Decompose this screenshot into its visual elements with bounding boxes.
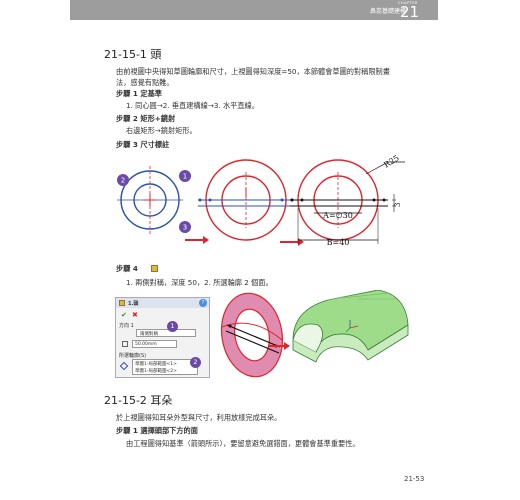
contour-item-2: 草圖1-局部範圍<2> (135, 369, 177, 374)
panel-callout-1: 1 (167, 321, 178, 332)
boss-extrude-icon (119, 300, 125, 306)
step1-text: 1. 同心圓→2. 垂直建構線→3. 水平直線。 (126, 101, 259, 110)
direction-mode-value: 兩側對稱 (140, 332, 158, 337)
page-header-bar (70, 0, 438, 20)
page-number: 21-53 (404, 475, 425, 483)
arrow-right-icon (280, 238, 304, 246)
step1-title: 步驟 1 定基準 (116, 89, 162, 98)
depth-input[interactable]: 50.00mm (132, 340, 177, 348)
panel-title-bar (116, 298, 209, 308)
callout-2: 2 (117, 174, 129, 186)
dim-b-label: B=40 (327, 238, 350, 247)
chapter-number: 21 (400, 3, 420, 21)
selected-contour-figure (220, 292, 284, 378)
arrow-right-icon (185, 236, 209, 244)
extruded-head-model (292, 290, 409, 363)
header-title: 鼻蕊基礎建模 (370, 8, 407, 15)
contour-diamond-icon (119, 361, 129, 371)
contours-label: 所選輪廓(S) (119, 353, 147, 359)
callout-2-text: 2 (121, 177, 125, 185)
intro-line-1: 由前視圖中央得知草圖輪廓和尺寸，上視圖得知深度=50，本節體會草圖的對稱限制畫 (116, 67, 390, 76)
callout-3: 3 (179, 221, 191, 233)
help-icon[interactable]: ? (199, 299, 207, 307)
step4-title: 步驟 4 (116, 264, 138, 273)
cancel-x-icon[interactable]: ✖ (132, 311, 138, 319)
direction-label: 方向 1 (119, 323, 134, 329)
callout-1-text: 1 (183, 173, 187, 181)
contour-item-1: 草圖1-局部範圍<1> (135, 362, 177, 367)
figure-concentric-circles (117, 166, 183, 234)
depth-value: 50.00mm (135, 342, 157, 347)
intro-line-2: 法，感覺有點難。 (116, 78, 174, 87)
panel-title: 1.頭 (128, 301, 139, 307)
section2-step1-text: 由工程圖得知基準（箭頭所示），要留意避免選錯面，更體會基準重要性。 (126, 439, 360, 448)
figure-dimensions: A=∅30 B=40 R25 3 (290, 153, 405, 247)
section2-step1-title: 步驟 1 選擇頭部下方的面 (116, 426, 198, 435)
step4-text: 1. 兩側對稱，深度 50，2. 所選輪廓 2 個面。 (126, 278, 273, 287)
chapter-label: CHAPTER (398, 1, 418, 5)
section-heading-head: 21-15-1 頭 (104, 48, 162, 61)
sketch-figures: 1 2 3 A=∅30 (117, 153, 405, 247)
callout-3-text: 3 (183, 224, 187, 232)
figure-rectangle-mirror (198, 159, 294, 241)
extrude-icon (151, 265, 158, 272)
step2-text: 右邊矩形→鏡射矩形。 (126, 126, 197, 135)
callout-1: 1 (179, 170, 191, 182)
step2-title: 步驟 2 矩形+鏡射 (116, 114, 176, 123)
arrow-right-icon (268, 342, 290, 350)
section-heading-ears: 21-15-2 耳朵 (104, 394, 173, 407)
section2-intro: 於上視圖得知耳朵外型與尺寸，利用放樣完成耳朵。 (116, 413, 282, 422)
step3-title: 步驟 3 尺寸標註 (116, 140, 170, 149)
panel-callout-2: 2 (190, 357, 201, 368)
direction-mode-select[interactable]: 兩側對稱 (136, 329, 196, 337)
contours-list[interactable]: 草圖1-局部範圍<1> 草圖1-局部範圍<2> (132, 359, 198, 375)
dim-r25-label: R25 (382, 153, 401, 169)
depth-icon (122, 341, 128, 347)
dim-3-label: 3 (394, 203, 402, 207)
dim-a-label: A=∅30 (322, 211, 353, 220)
ok-check-icon[interactable]: ✔ (121, 311, 127, 319)
